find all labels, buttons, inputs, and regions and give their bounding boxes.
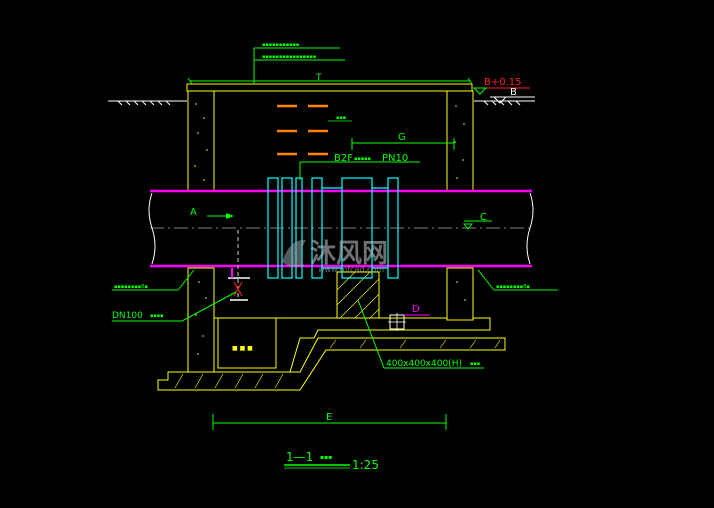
drain-branch [228, 230, 250, 301]
elevation-ground-label: B [510, 87, 517, 98]
flow-label: A [190, 207, 197, 218]
top-note-marks: ▪▪▪▪▪▪▪▪▪▪▪ [262, 42, 299, 48]
ladder-rungs [277, 104, 328, 156]
sump-pit [217, 317, 277, 369]
dim-g [351, 138, 455, 150]
dim-d: D [388, 304, 430, 331]
scale-label: 1:25 [352, 458, 379, 472]
elevation-top-label: B+0.15 [484, 77, 522, 88]
pipe-c-marker: C [462, 212, 492, 230]
section-number: 1—1 [286, 450, 313, 464]
valve-assembly [267, 177, 399, 279]
sump-note: ■ ■ ■ [232, 345, 253, 352]
dim-e-label: E [326, 412, 332, 423]
drain-label: DN100 [112, 311, 143, 321]
elevation-ground: B [490, 87, 535, 104]
watermark: 沐风网 www.mfcad.com [282, 239, 388, 274]
right-wall-note: ▪▪▪▪▪▪▪▪B▪ [496, 284, 530, 290]
dim-t [187, 77, 473, 85]
valve-pressure: PN10 [382, 153, 408, 164]
left-wall-note: ▪▪▪▪▪▪▪▪B▪ [114, 284, 148, 290]
drain-note-marks: ▪▪▪▪ [150, 313, 164, 319]
rung-note: ▪▪▪ [336, 115, 346, 121]
pier-callout: 400x400x400(H) ▪▪▪ [357, 299, 484, 369]
drain-callout: DN100 ▪▪▪▪ [112, 291, 237, 322]
section-note-marks: ▪▪▪ [320, 454, 332, 461]
right-wall-callout: ▪▪▪▪▪▪▪▪B▪ [477, 269, 558, 291]
pipe-c-label: C [480, 212, 487, 223]
pier-size: 400x400x400(H) [386, 359, 462, 369]
left-wall [187, 90, 215, 373]
top-note-marks-2: ▪▪▪▪▪▪▪▪▪▪▪▪▪▪▪▪ [262, 54, 316, 60]
base-hatch [174, 339, 501, 389]
valve-label: B2F [334, 153, 353, 164]
support-pier [336, 271, 380, 319]
dim-t-label: T [315, 73, 322, 83]
top-leader [253, 47, 345, 84]
watermark-brand: 沐风网 [310, 239, 388, 269]
dim-e [212, 414, 447, 430]
flow-arrow: A [190, 207, 234, 219]
pier-hatch [336, 271, 380, 319]
valve-callout: B2F ▪▪▪▪▪ PN10 [299, 153, 420, 180]
section-title: 1—1 ▪▪▪ 1:25 [284, 450, 379, 472]
foundation-outline [157, 337, 506, 391]
watermark-url: www.mfcad.com [318, 265, 384, 274]
base-slab [168, 317, 491, 373]
left-wall-callout: ▪▪▪▪▪▪▪▪B▪ [112, 269, 195, 291]
valve-note-marks: ▪▪▪▪▪ [354, 156, 371, 162]
elevation-top: B+0.15 [472, 77, 530, 95]
dim-g-label: G [398, 132, 406, 143]
dim-d-label: D [412, 304, 420, 315]
right-wall [446, 90, 474, 321]
cover-slab [186, 83, 473, 92]
pier-note-marks: ▪▪▪ [470, 361, 480, 367]
concrete-stipple [194, 103, 466, 355]
watermark-logo-icon [282, 239, 306, 268]
ground-line [108, 100, 535, 106]
